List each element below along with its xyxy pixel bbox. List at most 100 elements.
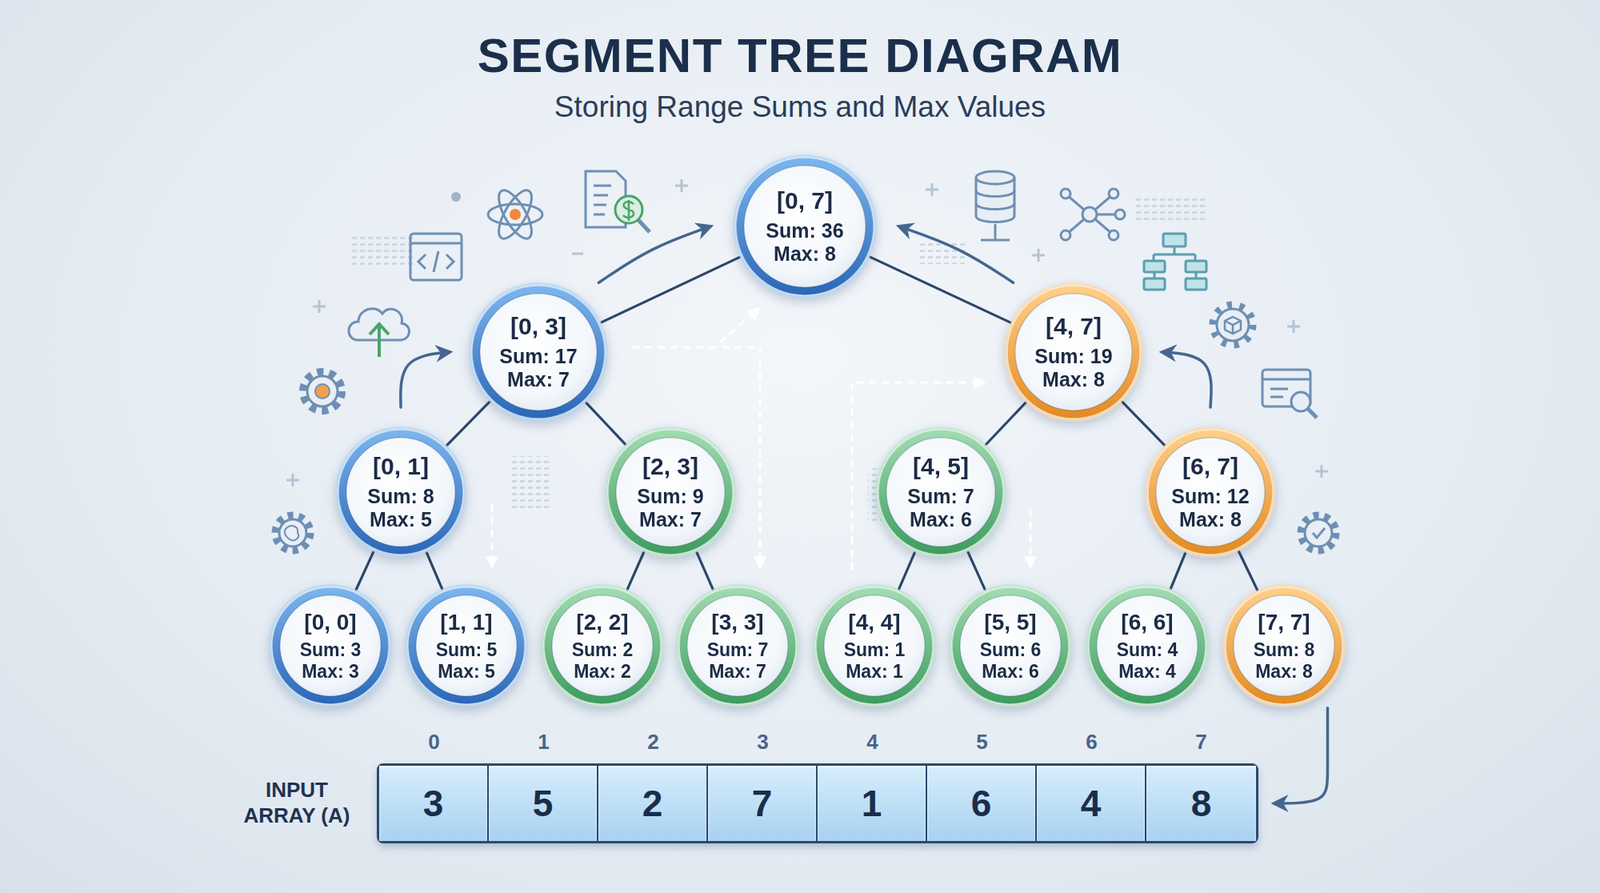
index-number: 4 — [848, 728, 897, 756]
org-chart-icon — [1185, 278, 1207, 290]
dot-pattern — [352, 196, 1208, 524]
node-face — [616, 437, 725, 547]
tree-edge — [601, 256, 740, 323]
index-number: 1 — [520, 728, 568, 756]
cell-value: 6 — [971, 781, 992, 825]
gear-icon — [303, 372, 342, 411]
node-face — [824, 595, 925, 696]
cloud-icon — [348, 308, 410, 357]
node-ring — [472, 285, 605, 419]
sum-value: Sum: 2 — [572, 639, 634, 661]
atom-icon — [492, 185, 539, 244]
dot-pattern — [920, 240, 968, 264]
document-icon — [585, 171, 650, 232]
sum-value: Sum: 7 — [707, 639, 769, 661]
node-glow — [335, 426, 467, 558]
array-box: INPUT ARRAY (A)35271648 — [376, 763, 1259, 844]
max-value: Max: 5 — [369, 508, 432, 532]
tree-node: [1, 1]Sum: 5Max: 5 — [404, 584, 528, 708]
node-text-group: [4, 7]Sum: 19Max: 8 — [1004, 282, 1144, 422]
title: SEGMENT TREE DIAGRAM — [0, 27, 1600, 85]
dashed-flow — [720, 308, 759, 343]
flow-arrow — [598, 226, 711, 283]
max-value: Max: 7 — [507, 368, 570, 392]
database-icon — [976, 190, 1015, 210]
tree-node: [7, 7]Sum: 8Max: 8 — [1222, 584, 1346, 708]
browser-search-icon — [1291, 392, 1311, 412]
tree-node: [0, 7]Sum: 36Max: 8 — [732, 154, 877, 299]
plus-mark — [312, 300, 326, 313]
sum-value: Sum: 9 — [636, 484, 704, 509]
node-glow — [676, 584, 800, 708]
org-chart-icon — [1185, 260, 1207, 272]
max-value: Max: 7 — [639, 508, 702, 532]
max-value: Max: 8 — [1255, 660, 1313, 683]
array-cell: 3 — [379, 765, 489, 841]
node-ring — [608, 429, 733, 555]
sum-value: Sum: 8 — [367, 484, 434, 509]
max-value: Max: 4 — [1118, 660, 1176, 683]
network-icon — [1115, 209, 1125, 220]
range-label: [3, 3] — [711, 608, 764, 636]
node-face — [1233, 595, 1335, 696]
gear-icon — [1312, 528, 1325, 538]
flow-arrow — [1274, 708, 1328, 804]
tree-node: [0, 1]Sum: 8Max: 5 — [335, 426, 467, 558]
node-text-group: [2, 2]Sum: 2Max: 2 — [540, 584, 664, 708]
range-label: [4, 7] — [1045, 312, 1102, 340]
node-glow — [468, 282, 608, 422]
tree-edge — [1170, 552, 1185, 589]
tree-node: [5, 5]Sum: 6Max: 6 — [948, 584, 1072, 708]
gear-icon — [1300, 515, 1336, 551]
node-ring — [272, 587, 389, 704]
node-text-group: [3, 3] Sum: 7Max: 7 — [676, 584, 800, 708]
sum-value: Sum: 12 — [1171, 484, 1249, 509]
database-icon — [976, 171, 1015, 184]
node-glow — [1085, 584, 1209, 708]
tree-node: [4, 5]Sum: 7Max: 6 — [875, 426, 1007, 558]
tree-edge — [356, 552, 374, 590]
org-chart-icon — [1144, 260, 1165, 272]
node-face — [552, 595, 653, 696]
range-label: [0, 7] — [776, 186, 833, 215]
node-face — [1156, 437, 1265, 547]
dashed-flow — [491, 504, 494, 567]
tree-node: [4, 7]Sum: 19Max: 8 — [1004, 282, 1144, 422]
tree-node: [6, 6]Sum: 4Max: 4 — [1085, 584, 1209, 708]
index-number: 2 — [629, 728, 678, 756]
tree-edge — [1238, 551, 1257, 591]
range-label: [1, 1] — [440, 608, 492, 636]
node-ring — [816, 587, 933, 704]
network-icon — [1060, 188, 1125, 240]
node-text-group: [7, 7]Sum: 8Max: 8 — [1222, 584, 1346, 708]
gear-icon — [1212, 304, 1253, 345]
node-ring — [1088, 587, 1206, 704]
document-icon — [593, 185, 612, 215]
browser-search-icon — [1308, 408, 1317, 418]
tree-edge — [696, 552, 713, 589]
node-text-group: [6, 6]Sum: 4Max: 4 — [1085, 584, 1209, 708]
node-glow — [1222, 584, 1346, 708]
network-icon — [1067, 195, 1117, 234]
node-ring — [544, 587, 661, 704]
network-icon — [1108, 230, 1119, 240]
node-text-group: [0, 0]Sum: 3Max: 3 — [268, 584, 392, 708]
sum-value: Sum: 3 — [300, 639, 362, 661]
node-text-group: [5, 5]Sum: 6Max: 6 — [948, 584, 1072, 708]
org-chart-icon — [1153, 246, 1196, 261]
tree-node: [0, 0]Sum: 3Max: 3 — [268, 584, 392, 708]
array-title: INPUT ARRAY (A) — [236, 776, 357, 828]
node-text-group: [0, 1]Sum: 8Max: 5 — [335, 426, 467, 558]
flow-arrow — [899, 226, 1014, 283]
gear-icon — [1304, 519, 1332, 547]
database-icon — [980, 224, 1010, 240]
gear-icon — [1224, 316, 1241, 334]
max-value: Max: 7 — [708, 660, 767, 683]
array-cell: 2 — [598, 765, 708, 841]
flow-arrow — [400, 352, 450, 408]
array-cell: 8 — [1146, 765, 1256, 841]
plus-mark — [1287, 320, 1300, 333]
index-number: 7 — [1177, 728, 1226, 756]
